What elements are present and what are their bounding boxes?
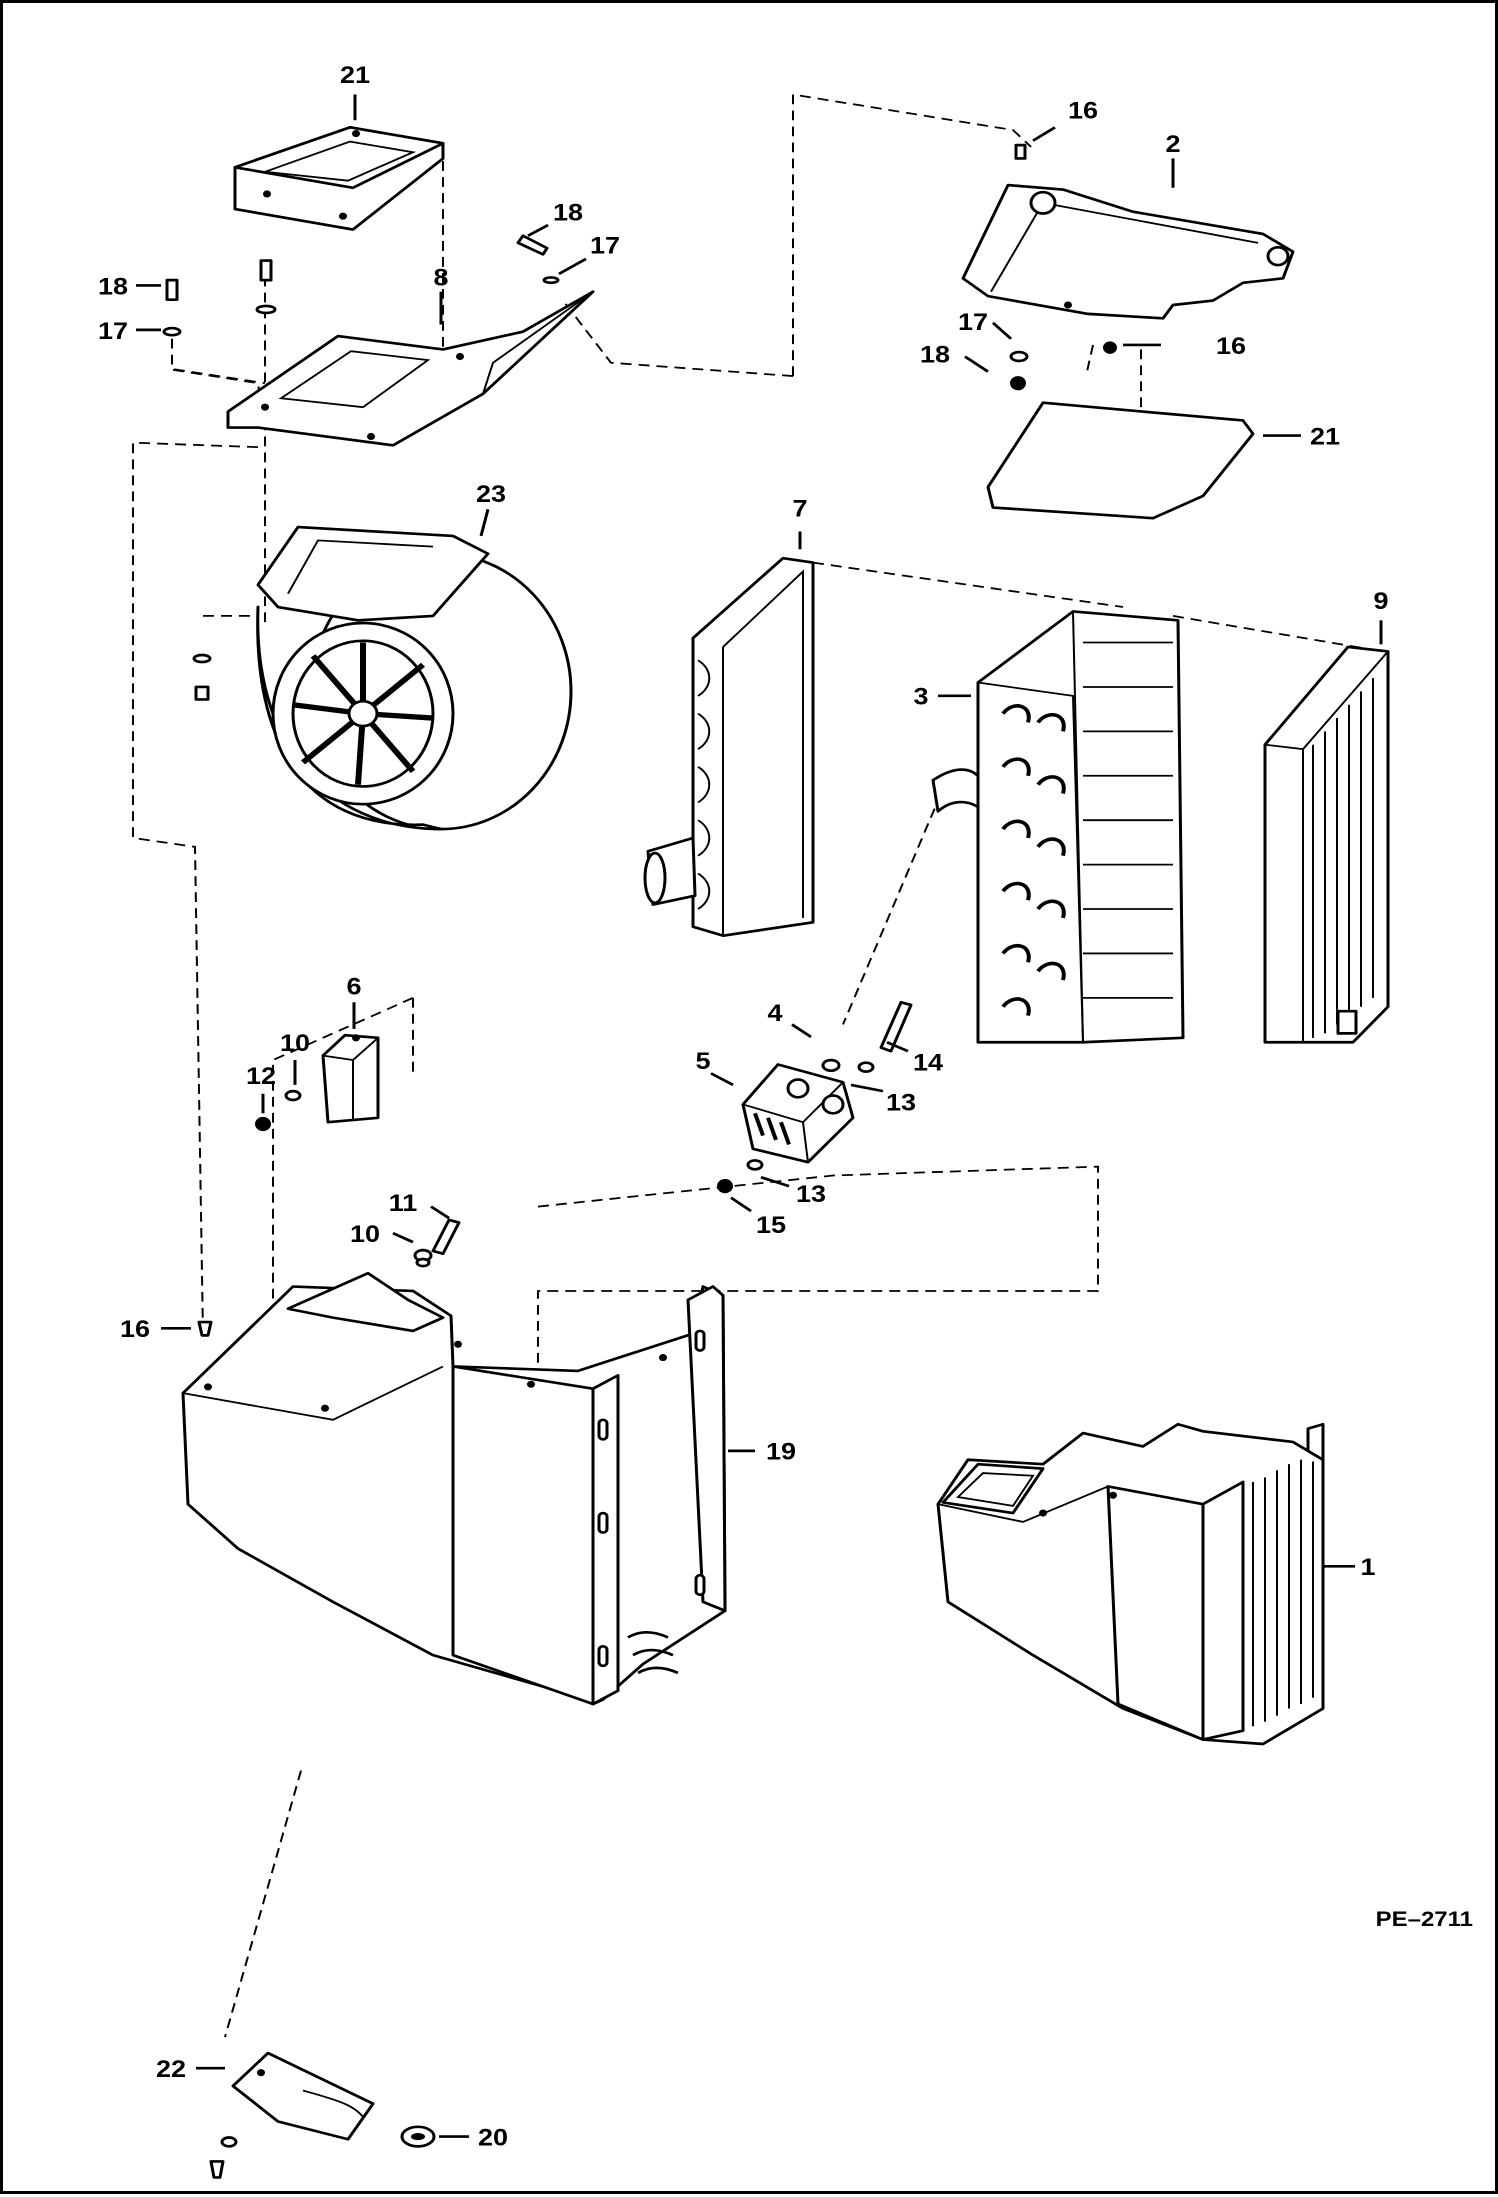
- callout-22: 22: [156, 2056, 186, 2082]
- part-22-bracket: [209, 2051, 375, 2179]
- callout-17-mid: 17: [590, 233, 620, 259]
- callout-12: 12: [246, 1063, 276, 1089]
- callout-5: 5: [695, 1048, 710, 1074]
- callout-2: 2: [1165, 132, 1180, 158]
- callout-leader-lines: [136, 94, 1383, 2138]
- callout-16-top: 16: [1068, 98, 1098, 124]
- callout-20: 20: [478, 2125, 508, 2151]
- callout-6: 6: [346, 974, 361, 1000]
- callout-4: 4: [767, 1000, 783, 1026]
- part-3-evaporator-core: [931, 610, 1185, 1044]
- callout-18-right: 18: [920, 342, 950, 368]
- part-6-resistor: [255, 1033, 380, 1132]
- callout-11: 11: [389, 1190, 418, 1216]
- part-8-plenum-top: [226, 259, 595, 447]
- exploded-parts-diagram: 21 16 2 18 17 8 18 17 17 18 16 21 23 7 9…: [98, 62, 1473, 2179]
- part-2-upper-cover: [961, 143, 1295, 391]
- part-9-filter: [1263, 645, 1390, 1044]
- callout-18-left: 18: [98, 274, 128, 300]
- callout-1: 1: [1360, 1555, 1375, 1581]
- part-7-heater-core: [643, 556, 815, 938]
- callout-3: 3: [913, 684, 928, 710]
- callout-18-mid: 18: [553, 200, 583, 226]
- callout-9: 9: [1373, 588, 1388, 614]
- callout-15: 15: [756, 1213, 786, 1239]
- callout-16-lower: 16: [120, 1317, 150, 1343]
- callout-21-right: 21: [1310, 424, 1340, 450]
- part-5-expansion-valve: [717, 1000, 913, 1194]
- callout-17-right: 17: [958, 309, 988, 335]
- callout-23: 23: [476, 482, 506, 508]
- callout-16-right: 16: [1216, 333, 1246, 359]
- part-19-lower-housing: [181, 1218, 727, 1706]
- callout-13-upper: 13: [886, 1090, 916, 1116]
- callout-8: 8: [433, 265, 448, 291]
- callout-19: 19: [766, 1439, 796, 1465]
- callout-labels: 21 16 2 18 17 8 18 17 17 18 16 21 23 7 9…: [98, 62, 1389, 2151]
- part-20-grommet: [400, 2125, 436, 2148]
- part-1-complete-assembly: [936, 1422, 1325, 1746]
- callout-14: 14: [913, 1050, 944, 1076]
- callout-21-top: 21: [340, 62, 370, 88]
- callout-17-left: 17: [98, 318, 128, 344]
- callout-10-upper: 10: [280, 1030, 310, 1056]
- part-23-blower-wheel: [192, 525, 573, 831]
- callout-13-lower: 13: [796, 1181, 826, 1207]
- callout-7: 7: [792, 496, 807, 522]
- part-21-gasket-plate: [986, 401, 1255, 520]
- fastener-18-17-left: [162, 234, 560, 385]
- callout-10-lower: 10: [350, 1221, 380, 1247]
- drawing-code: PE–2711: [1376, 1906, 1473, 1930]
- part-21-gasket-frame: [233, 126, 445, 231]
